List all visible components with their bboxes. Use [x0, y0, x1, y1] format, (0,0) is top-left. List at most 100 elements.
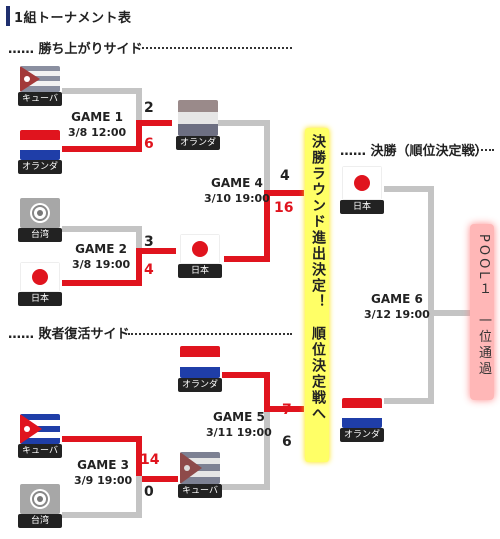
score-loss: 4 [280, 168, 290, 184]
bracket-line [428, 186, 434, 404]
cuba-flag-icon [180, 452, 220, 484]
taipei-flag-icon [20, 198, 60, 228]
bracket-line-win [136, 248, 142, 286]
bracket-line [62, 512, 142, 518]
game-name: GAME 2 [75, 242, 127, 256]
team-japan: 日本 [340, 166, 384, 214]
bracket-line [62, 226, 142, 232]
team-cuba: キューバ [18, 66, 62, 106]
team-name-tag: オランダ [176, 136, 220, 150]
score-loss: 6 [282, 434, 292, 450]
netherlands-flag-icon [180, 346, 220, 378]
bracket-line [136, 88, 142, 146]
team-taipei: 台湾 [18, 198, 62, 242]
bracket-line-win [264, 190, 304, 196]
cuba-flag-icon [20, 414, 60, 444]
game-name: GAME 5 [213, 410, 265, 424]
bracket-line-win [136, 120, 142, 152]
score-win: 7 [282, 402, 292, 418]
title-marker [6, 6, 10, 26]
bracket-line [384, 186, 434, 192]
team-name-tag: キューバ [18, 92, 62, 106]
team-netherlands: オランダ [18, 130, 62, 174]
score-loss: 0 [144, 484, 154, 500]
losers-side-label: 敗者復活サイド [38, 327, 130, 342]
team-cuba: キューバ [178, 452, 222, 498]
team-japan: 日本 [178, 234, 222, 278]
final-round-qualified-banner: 決勝ラウンド進出決定！ 順位決定戦へ [305, 128, 329, 462]
page-title: 1組トーナメント表 [14, 11, 132, 26]
game-label: GAME 1 3/8 12:00 [68, 110, 126, 140]
bracket-line [384, 398, 434, 404]
team-name-tag: オランダ [18, 160, 62, 174]
game-name: GAME 1 [71, 110, 123, 124]
bracket-line-win [222, 372, 270, 378]
game-datetime: 3/8 12:00 [68, 126, 127, 139]
bracket-line-win [136, 120, 172, 126]
game-label: GAME 6 3/12 19:00 [364, 292, 430, 322]
bracket-line [428, 310, 470, 316]
score-loss: 2 [144, 100, 154, 116]
bracket-line-win [136, 436, 142, 480]
game-datetime: 3/10 19:00 [204, 192, 270, 205]
final-header: …… 決勝（順位決定戦） [340, 144, 488, 159]
game-name: GAME 3 [77, 458, 129, 472]
game-label: GAME 5 3/11 19:00 [206, 410, 272, 440]
bracket-line-win [264, 406, 304, 412]
game-name: GAME 4 [211, 176, 263, 190]
winners-side-header: …… 勝ち上がりサイド [8, 42, 143, 57]
winners-dotted-rule [142, 47, 292, 49]
final-round-qualified-text: 決勝ラウンド進出決定！ 順位決定戦へ [310, 134, 326, 422]
bracket-line-win [264, 190, 270, 262]
losers-dotted-rule [128, 333, 292, 335]
team-taipei: 台湾 [18, 484, 62, 528]
game-datetime: 3/11 19:00 [206, 426, 272, 439]
team-name-tag: キューバ [18, 444, 62, 458]
team-name-tag: 日本 [18, 292, 62, 306]
score-win: 14 [140, 452, 160, 468]
japan-flag-icon [20, 262, 60, 292]
game-name: GAME 6 [371, 292, 423, 306]
game-label: GAME 2 3/8 19:00 [72, 242, 130, 272]
taipei-flag-icon [20, 484, 60, 514]
bracket-line [264, 412, 270, 490]
team-netherlands: オランダ [178, 346, 222, 392]
bracket-line-win [136, 476, 178, 482]
japan-flag-icon [180, 234, 220, 264]
score-loss: 3 [144, 234, 154, 250]
team-netherlands: オランダ [176, 100, 220, 150]
game-datetime: 3/9 19:00 [74, 474, 133, 487]
game-label: GAME 3 3/9 19:00 [74, 458, 132, 488]
netherlands-flag-icon [178, 100, 218, 136]
bracket-line [222, 484, 270, 490]
bracket-line [264, 120, 270, 208]
bracket-line [218, 120, 270, 126]
team-netherlands: オランダ [340, 398, 384, 442]
team-name-tag: オランダ [178, 378, 222, 392]
netherlands-flag-icon [342, 398, 382, 428]
bracket-line-win [264, 372, 270, 412]
team-name-tag: キューバ [178, 484, 222, 498]
bracket-line [136, 476, 142, 518]
pool-first-place-text: POOL１ 一位通過 [476, 234, 491, 378]
cuba-flag-icon [20, 66, 60, 92]
losers-side-header: …… 敗者復活サイド [8, 327, 130, 342]
team-name-tag: 台湾 [18, 514, 62, 528]
final-label: 決勝（順位決定戦） [370, 144, 488, 159]
bracket-line-win [62, 146, 142, 152]
game-datetime: 3/12 19:00 [364, 308, 430, 321]
score-win: 6 [144, 136, 154, 152]
bracket-line-win [62, 280, 142, 286]
score-win: 16 [274, 200, 294, 216]
game-datetime: 3/8 19:00 [72, 258, 131, 271]
team-name-tag: 日本 [178, 264, 222, 278]
netherlands-flag-icon [20, 130, 60, 160]
pool-first-place-banner: POOL１ 一位通過 [470, 224, 494, 400]
team-cuba: キューバ [18, 414, 62, 458]
team-name-tag: オランダ [340, 428, 384, 442]
bracket-line-win [224, 256, 270, 262]
score-win: 4 [144, 262, 154, 278]
bracket-line [62, 88, 142, 94]
game-label: GAME 4 3/10 19:00 [204, 176, 270, 206]
bracket-line-win [136, 248, 176, 254]
